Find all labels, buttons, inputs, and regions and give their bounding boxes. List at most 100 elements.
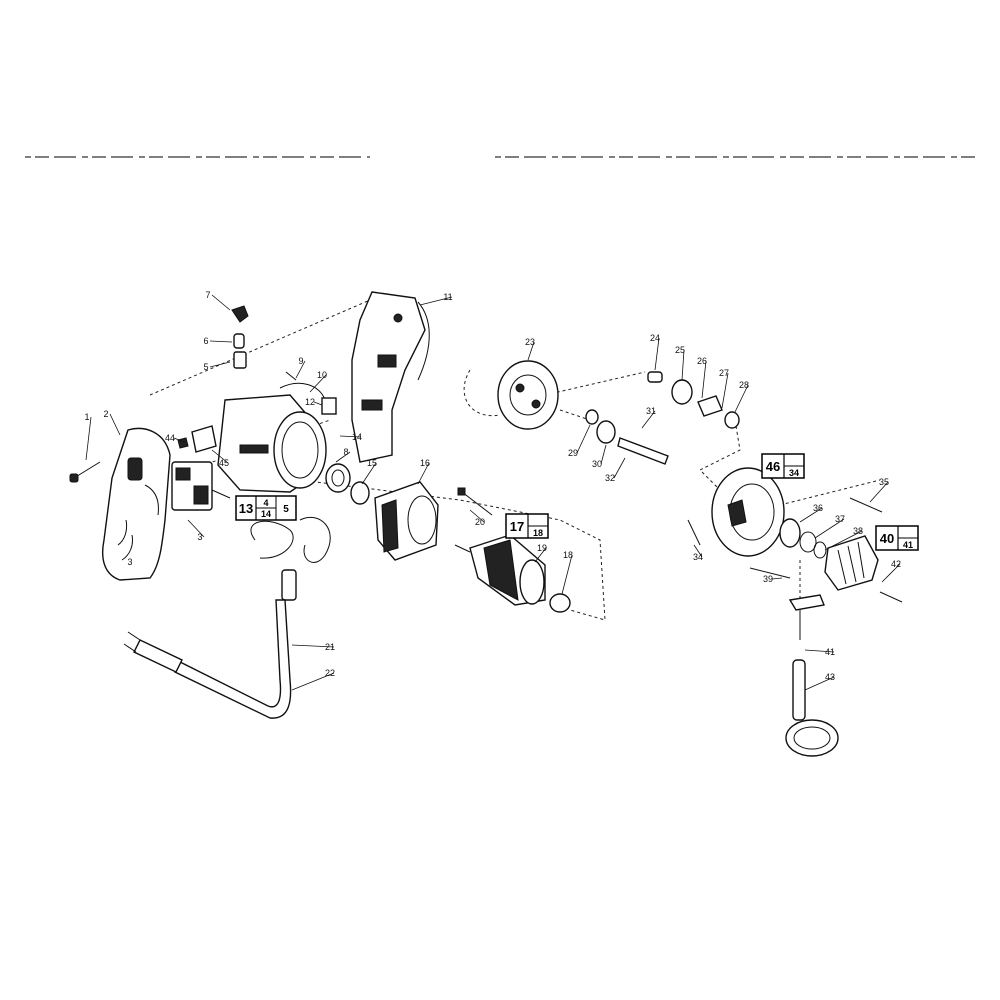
- part-callout-label: 10: [317, 370, 327, 380]
- chuck-seals: [779, 518, 827, 559]
- housing-clip: [285, 371, 337, 415]
- reference-box-bottom-number: 14: [261, 509, 271, 519]
- leader-line: [109, 413, 121, 436]
- chuck-key-and-side-handle: [785, 594, 839, 757]
- leader-line: [309, 374, 327, 393]
- reference-box-main-number: 40: [880, 531, 894, 546]
- leader-line: [576, 424, 591, 454]
- leader-line: [804, 676, 835, 691]
- screw-long: [457, 487, 493, 516]
- leader-line: [804, 649, 835, 653]
- part-callout-label: 22: [325, 668, 335, 678]
- part-callout-label: 26: [697, 356, 707, 366]
- part-callout-label: 5: [203, 362, 208, 372]
- part-callout-label: 23: [525, 337, 535, 347]
- leader-line: [417, 462, 430, 485]
- part-callout-label: 11: [443, 292, 452, 302]
- part-callout-label: 36: [813, 503, 823, 513]
- part-callout-label: 30: [592, 459, 602, 469]
- field-coil: [374, 481, 439, 561]
- leader-line: [869, 481, 889, 503]
- front-gear-case: [711, 467, 785, 557]
- leader-line: [211, 449, 229, 464]
- gear-housing-cover: [497, 360, 559, 430]
- reference-box-bottom-number: 41: [903, 540, 913, 550]
- leader-line: [824, 530, 863, 551]
- leader-line: [881, 563, 901, 583]
- part-callout-label: 41: [825, 647, 835, 657]
- bearings: [325, 463, 370, 505]
- leader-line: [291, 672, 335, 691]
- part-callout-label: 24: [650, 333, 660, 343]
- leader-line: [295, 360, 306, 379]
- leader-line: [693, 544, 703, 558]
- leader-line: [211, 294, 231, 311]
- part-callout-label: 45: [219, 458, 229, 468]
- reference-box-main-number: 46: [766, 459, 780, 474]
- part-callout-label: 34: [693, 552, 703, 562]
- power-cord: [123, 517, 331, 719]
- leader-line: [339, 435, 362, 438]
- leader-line: [187, 519, 205, 538]
- armature: [454, 534, 546, 606]
- part-callout-label: 20: [475, 517, 485, 527]
- part-callout-label: 38: [853, 526, 863, 536]
- leader-line: [173, 437, 185, 443]
- leader-line: [721, 372, 729, 409]
- reference-box-bottom-number: 34: [789, 468, 799, 478]
- part-callout-label: 12: [305, 397, 315, 407]
- bearing-small: [549, 593, 571, 613]
- leader-line: [361, 462, 377, 485]
- part-callout-label: 14: [352, 432, 362, 442]
- leader-line: [613, 457, 626, 479]
- part-callout-label: 3: [127, 557, 132, 567]
- screw: [69, 461, 101, 483]
- part-callout-label: 43: [825, 672, 835, 682]
- brush-holder: [177, 425, 217, 453]
- part-callout-label: 27: [719, 368, 729, 378]
- part-callout-label: 19: [537, 543, 547, 553]
- part-callout-label: 21: [325, 642, 335, 652]
- leader-line: [527, 341, 535, 361]
- part-callout-label: 7: [205, 290, 210, 300]
- part-callout-label: 31: [646, 406, 656, 416]
- leader-line: [291, 644, 335, 648]
- gear-case-half: [351, 291, 430, 463]
- part-callout-label: 9: [298, 356, 303, 366]
- part-callout-label: 15: [367, 458, 377, 468]
- reference-box-main-number: 13: [239, 501, 253, 516]
- part-callout-label: 39: [763, 574, 773, 584]
- part-callout-label: 35: [879, 477, 889, 487]
- leader-line: [209, 340, 233, 343]
- reference-box-top-number: 4: [263, 498, 268, 508]
- rear-handle: [102, 427, 171, 581]
- part-callout-label: 42: [891, 559, 901, 569]
- gear-train: [585, 371, 740, 465]
- leader-line: [814, 518, 845, 539]
- callout-leader-lines: [85, 294, 901, 691]
- reference-box: 46 34: [761, 453, 805, 479]
- leader-line: [561, 554, 573, 595]
- leader-line: [654, 337, 660, 371]
- leader-line: [701, 360, 707, 399]
- leader-line: [335, 451, 351, 463]
- reference-box-main-number: 17: [510, 519, 524, 534]
- leader-line: [209, 361, 231, 368]
- part-callout-label: 18: [563, 550, 573, 560]
- part-callout-label: 28: [739, 380, 749, 390]
- part-callout-label: 8: [343, 447, 348, 457]
- part-callout-label: 29: [568, 448, 578, 458]
- part-callout-label: 1: [84, 412, 89, 422]
- leader-line: [313, 401, 323, 406]
- reference-box: 40 41: [875, 525, 919, 551]
- part-callout-label: 16: [420, 458, 430, 468]
- leader-line: [734, 384, 749, 413]
- leader-line: [419, 296, 453, 306]
- assembly-guide-lines: [149, 299, 881, 621]
- leader-line: [641, 410, 656, 429]
- leader-line: [469, 509, 485, 523]
